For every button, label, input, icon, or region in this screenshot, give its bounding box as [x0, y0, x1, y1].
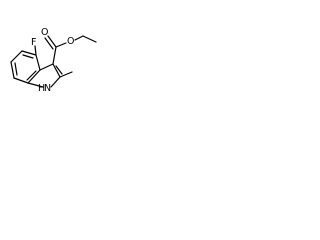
- benzene-ring: [10, 50, 41, 84]
- substituents: [34, 35, 97, 78]
- bond-c3a-c7a-inner: [26, 70, 37, 81]
- bond-c2-n1: [50, 76, 61, 88]
- bond-c5-c4: [21, 50, 37, 56]
- bond-c7-c6: [10, 61, 15, 79]
- bond-carbonyl-double-1: [47, 35, 57, 48]
- bond-c7-c6-inner: [14, 62, 18, 76]
- bond-c2-methyl: [59, 71, 73, 78]
- nitrogen-label: N: [44, 83, 51, 94]
- bond-ch2-ch3: [82, 35, 97, 43]
- bond-c4-f: [34, 45, 37, 56]
- bond-n1-c7a: [27, 82, 44, 88]
- bond-ester-o-ch2: [74, 35, 84, 41]
- bond-c5-c4-inner: [22, 54, 34, 59]
- bond-carbonyl-double-2: [44, 37, 54, 50]
- fluorine-label: F: [31, 37, 36, 48]
- bond-carbonyl-ester-o: [55, 42, 67, 48]
- bond-c3a-c3: [39, 63, 54, 71]
- bond-c6-c5: [10, 50, 23, 63]
- bond-c3-c2: [52, 63, 61, 78]
- bond-c3a-c7a: [27, 69, 41, 84]
- ester-oxygen-label: O: [67, 36, 74, 47]
- bond-c3-carbonyl-c: [52, 46, 57, 65]
- bond-c3-c2-inner: [55, 65, 63, 75]
- chemical-structure-diagram: F O O H N: [10, 27, 97, 94]
- nitrogen-hydrogen-label: H: [38, 83, 45, 94]
- bond-c7a-c7: [13, 77, 29, 84]
- bond-c4-c3a: [35, 54, 41, 71]
- pyrrole-ring: [27, 63, 63, 88]
- carbonyl-oxygen-label: O: [41, 27, 48, 38]
